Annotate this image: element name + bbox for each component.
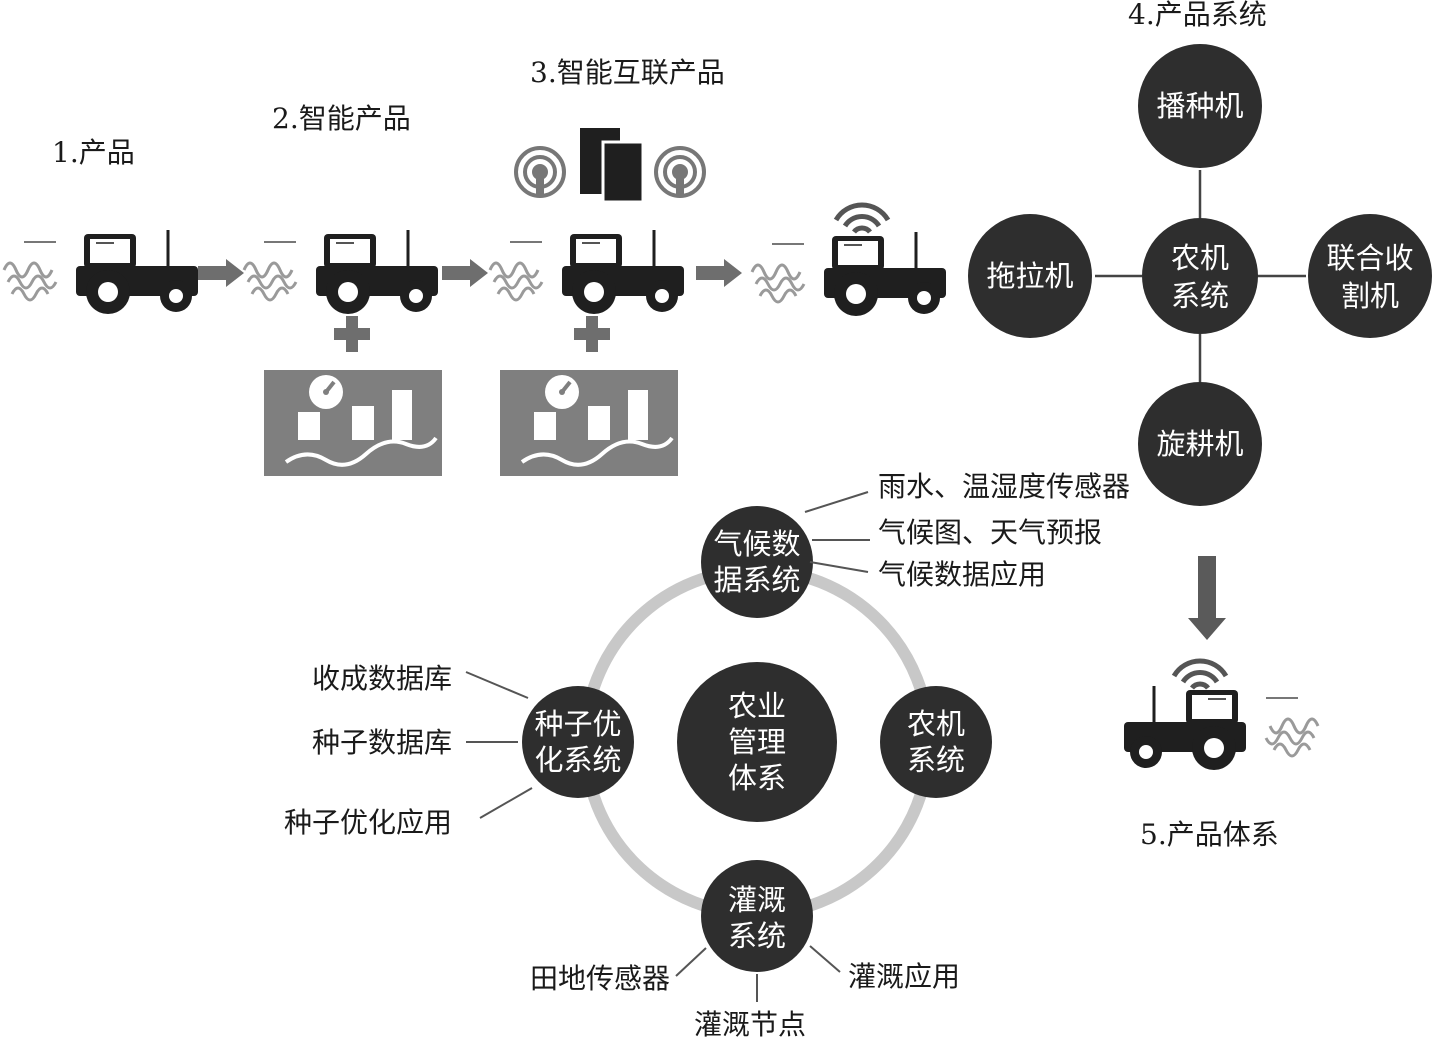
signal-icon [654,146,706,198]
node-machinery-center-line2: 系统 [1171,279,1229,313]
machinery-line1: 农机 [907,707,965,741]
irrigation-item-field-sensor: 田地传感器 [530,962,670,995]
arrow-down-icon [1188,556,1226,640]
node-seed-system: 种子优 化系统 [522,686,634,798]
node-irrigation-system: 灌溉 系统 [701,860,813,972]
node-agri-management-center: 农业 管理 体系 [677,662,837,822]
node-machinery-center-line1: 农机 [1171,241,1229,275]
machinery-line2: 系统 [907,743,965,777]
seed-links [465,671,533,819]
tractor-icon [2,228,200,316]
irrigation-line1: 灌溉 [728,883,786,917]
node-seeder-label: 播种机 [1156,89,1243,123]
node-tractor: 拖拉机 [968,214,1092,338]
node-combine-harvester: 联合收 割机 [1308,214,1432,338]
seed-line2: 化系统 [534,743,621,777]
stage-2-label: 2.智能产品 [272,102,411,135]
irrigation-line2: 系统 [728,919,786,953]
tractor-icon [488,228,686,316]
node-climate-system: 气候数 据系统 [701,506,813,618]
arrow-right-icon [198,259,244,287]
center-line3: 体系 [728,761,786,795]
irrigation-item-node: 灌溉节点 [694,1008,806,1041]
node-combine-harvester-line2: 割机 [1341,279,1399,313]
stage-5-label: 5.产品体系 [1140,818,1279,851]
climate-item-forecast: 气候图、天气预报 [878,516,1102,549]
smart-panel-icon [498,368,680,478]
node-tractor-label: 拖拉机 [986,259,1073,293]
node-machinery-system: 农机 系统 [880,686,992,798]
wifi-icon [1174,661,1226,688]
seed-line1: 种子优 [534,707,621,741]
irrigation-links [675,945,841,1002]
seed-item-harvest-db: 收成数据库 [312,662,452,695]
stage-3-label: 3.智能互联产品 [530,56,725,89]
node-seeder: 播种机 [1138,44,1262,168]
arrow-right-icon [442,259,488,287]
phone-icon [580,128,645,204]
signal-icon [514,146,566,198]
product-system-links [1095,170,1306,384]
seed-item-app: 种子优化应用 [284,806,452,839]
plus-icon [334,316,370,352]
node-rotary-tiller: 旋耕机 [1138,382,1262,506]
node-machinery-center: 农机 系统 [1142,218,1258,334]
arrow-right-icon [696,259,742,287]
irrigation-item-app: 灌溉应用 [848,960,960,993]
center-line2: 管理 [728,725,786,759]
climate-item-sensors: 雨水、温湿度传感器 [878,470,1130,503]
tractor-icon [750,230,948,318]
wifi-icon [836,205,888,232]
climate-line1: 气候数 [713,527,800,561]
tractor-icon [242,228,440,316]
center-line1: 农业 [728,689,786,723]
climate-item-app: 气候数据应用 [878,558,1046,591]
stage-1-label: 1.产品 [52,136,135,169]
plus-icon [574,316,610,352]
node-combine-harvester-line1: 联合收 [1326,241,1413,275]
seed-item-seed-db: 种子数据库 [312,726,452,759]
tractor-icon [1122,684,1320,772]
climate-links [804,491,870,573]
smart-panel-icon [262,368,444,478]
climate-line2: 据系统 [713,563,800,597]
node-rotary-tiller-label: 旋耕机 [1156,427,1243,461]
stage-4-label: 4.产品系统 [1128,0,1267,31]
